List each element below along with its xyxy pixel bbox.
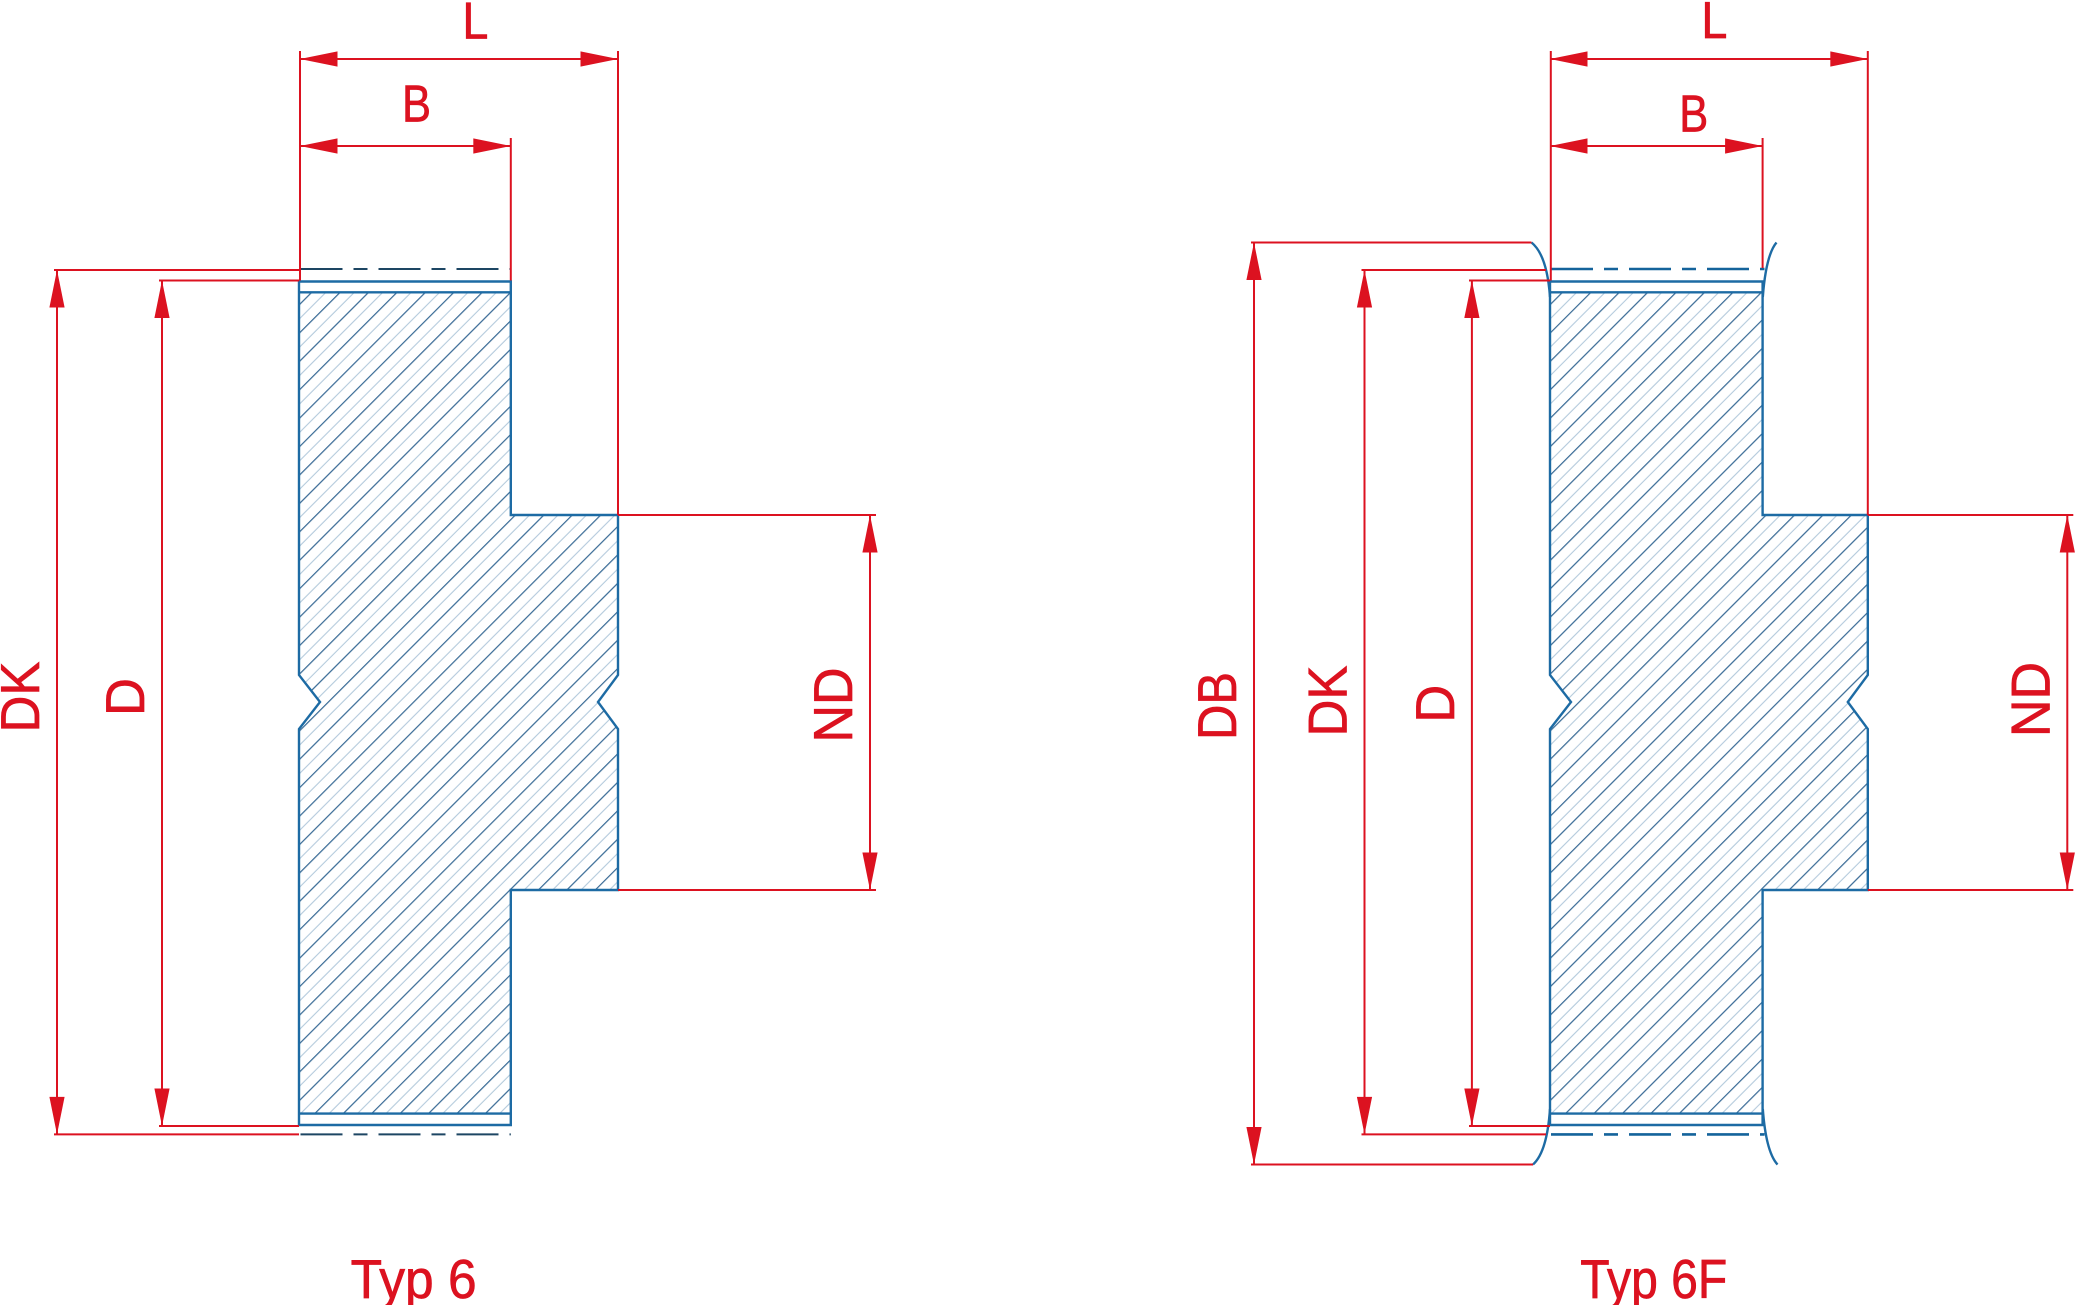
svg-text:Typ 6F: Typ 6F	[1580, 1249, 1727, 1305]
svg-text:DK: DK	[1297, 665, 1359, 736]
svg-text:DK: DK	[0, 661, 51, 732]
svg-text:D: D	[94, 678, 156, 716]
svg-text:B: B	[1679, 86, 1708, 144]
svg-text:L: L	[1701, 0, 1727, 50]
svg-text:B: B	[402, 76, 431, 134]
svg-text:ND: ND	[802, 668, 864, 743]
svg-text:Typ 6: Typ 6	[351, 1249, 477, 1305]
svg-text:D: D	[1404, 685, 1466, 723]
svg-text:L: L	[462, 0, 488, 51]
svg-text:DB: DB	[1186, 672, 1248, 740]
svg-text:ND: ND	[1999, 662, 2061, 737]
